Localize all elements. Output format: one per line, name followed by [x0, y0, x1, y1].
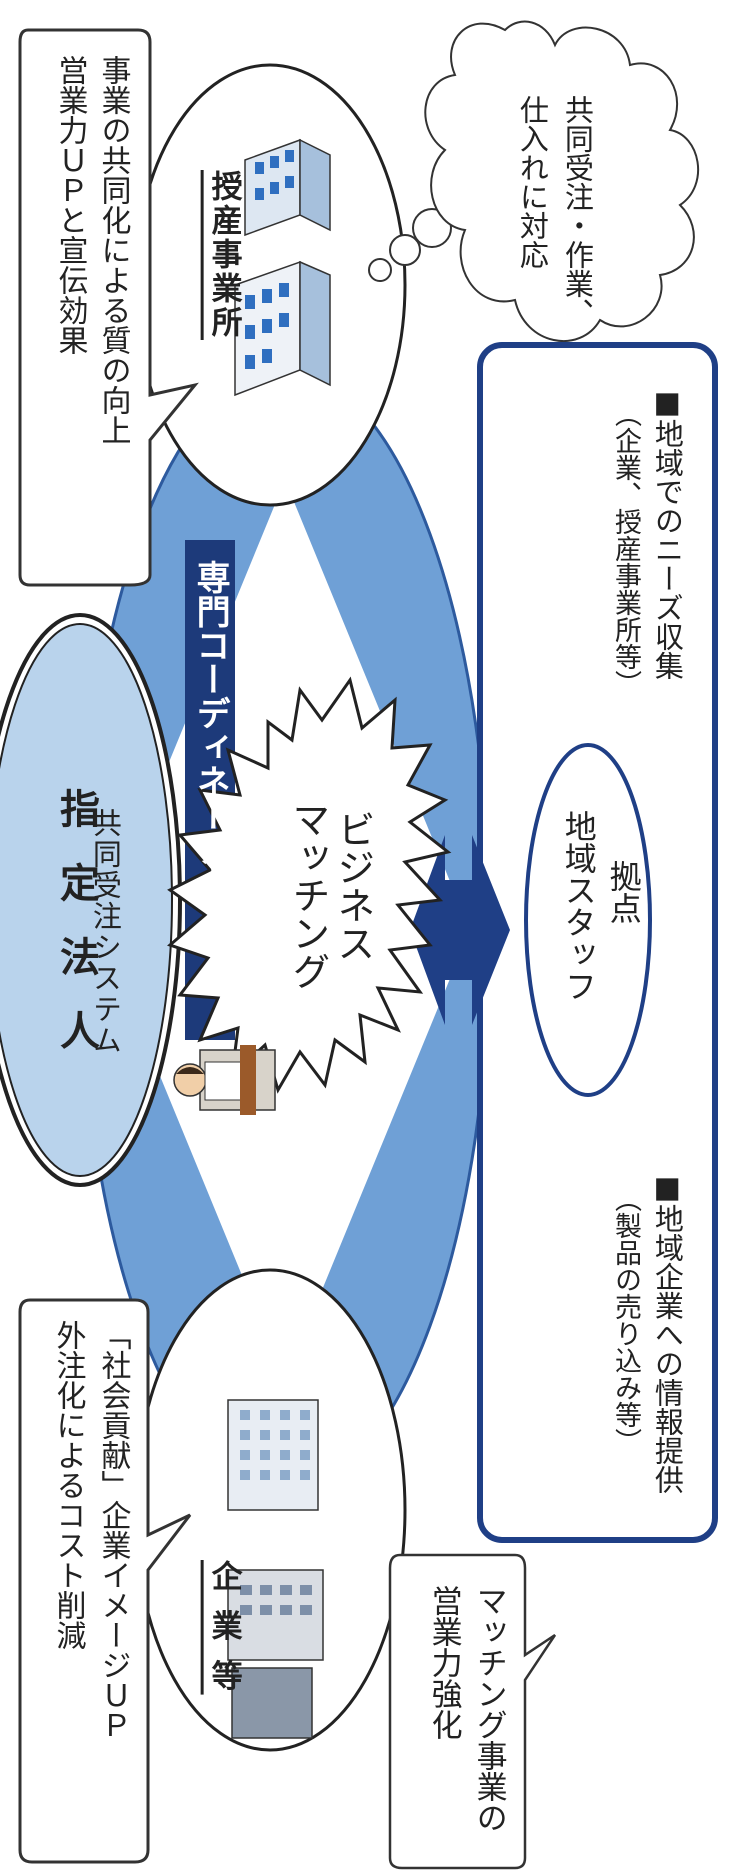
- base-needs-line2: （企業、授産事業所等）: [610, 400, 642, 697]
- top-callout-line2: 営業力ＵＰと宣伝効果: [52, 55, 88, 355]
- thought-dot-large: [412, 208, 452, 248]
- company-building-upper-icon: [227, 1399, 319, 1511]
- matching-callout-line1: マッチング事業の: [470, 1585, 507, 1833]
- base-label-line2: 地域スタッフ: [559, 810, 598, 1002]
- base-oval: [524, 743, 652, 1097]
- thought-dot-mid: [389, 234, 421, 266]
- base-info-line1: ■地域企業への情報提供: [650, 1170, 685, 1494]
- base-info-line2: （製品の売り込み等）: [610, 1185, 642, 1455]
- business-matching-burst: [167, 676, 452, 1094]
- base-label-line1: 拠点: [604, 860, 643, 924]
- matching-callout-line2: 営業力強化: [425, 1585, 462, 1740]
- cloud-line1: 共同受注・作業、: [560, 95, 595, 327]
- bottom-callout-bubble: [18, 1298, 192, 1864]
- corporation-title: 指 定 法 人: [53, 788, 99, 1060]
- bottom-callout-line2: 外注化によるコスト削減: [50, 1320, 86, 1650]
- coordinator-person-icon: [173, 1045, 276, 1115]
- bottom-callout-line1: 「社会貢献」企業イメージＵＰ: [95, 1320, 131, 1740]
- matching-callout-bubble: [388, 1553, 557, 1870]
- facility-label: 授産事業所: [205, 170, 242, 340]
- top-callout-line1: 事業の共同化による質の向上: [95, 55, 131, 445]
- company-factory-icon: [227, 1569, 324, 1739]
- coordinator-label: 専門コーディネーター: [190, 560, 231, 900]
- corporation-oval: [0, 623, 173, 1177]
- thought-dot-small: [368, 258, 392, 282]
- cloud-shape: [424, 20, 699, 343]
- burst-line1: ビジネス: [330, 810, 375, 962]
- top-callout-bubble: [18, 28, 199, 587]
- corporation-subtitle: 共同受注システム: [88, 808, 123, 1056]
- facility-building-right-icon: [234, 260, 331, 397]
- base-needs-line1: ■地域でのニーズ収集: [650, 385, 685, 680]
- cloud-line2: 仕入れに対応: [515, 95, 550, 269]
- facility-building-left-icon: [244, 138, 331, 237]
- double-arrow: [410, 835, 510, 1025]
- company-label: 企 業 等: [205, 1560, 242, 1695]
- burst-line2: マッチング: [285, 800, 330, 990]
